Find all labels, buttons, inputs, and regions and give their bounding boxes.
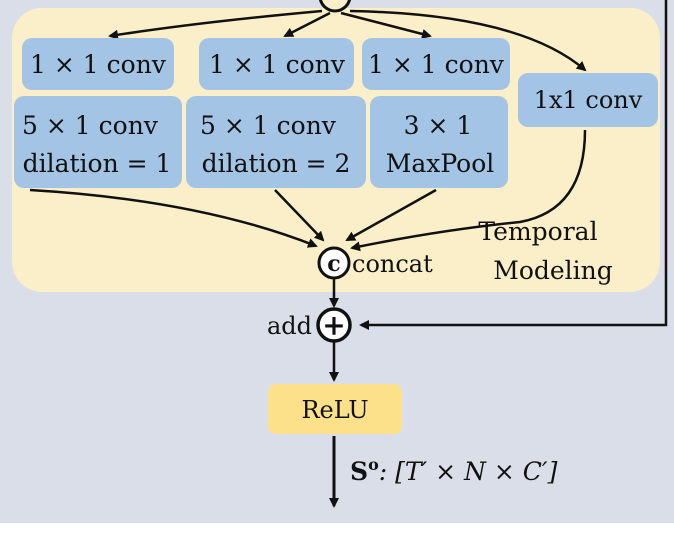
- output-superscript: o: [368, 455, 379, 474]
- concat-label: concat: [352, 250, 433, 278]
- input-arrows: [108, 9, 587, 72]
- branch-arrows: [29, 129, 587, 252]
- conv1x1-box-a: [22, 38, 174, 90]
- output-label: So: [T′ × N × C′]: [350, 455, 558, 486]
- dilated-conv-box-2-line2: dilation = 2: [202, 149, 351, 178]
- conv1x1-box-d-label: 1x1 conv: [534, 86, 643, 114]
- add-symbol: +: [322, 309, 345, 342]
- dilated-conv-box-1: [14, 96, 182, 188]
- relu-box: [268, 384, 402, 434]
- conv1x1-box-c-label: 1 × 1 conv: [368, 50, 505, 79]
- dilated-conv-box-1-line2: dilation = 1: [23, 149, 172, 178]
- conv1x1-box-b-label: 1 × 1 conv: [209, 50, 346, 79]
- region-label-line2: Modeling: [493, 256, 613, 285]
- region-label-line1: Temporal: [478, 217, 597, 246]
- add-node: [316, 307, 352, 343]
- conv1x1-box-b: [199, 38, 354, 90]
- output-shape: : [T′ × N × C′]: [379, 457, 558, 486]
- relu-label: ReLU: [301, 396, 368, 424]
- maxpool-box-line1: 3 × 1: [404, 111, 473, 140]
- residual-connection: [359, 0, 668, 330]
- conv1x1-box-c: [362, 38, 510, 90]
- concat-node: [317, 246, 351, 280]
- dilated-conv-box-2-line1: 5 × 1 conv: [200, 111, 337, 140]
- input-node: [318, 0, 352, 13]
- concat-symbol: c: [327, 251, 340, 277]
- dilated-conv-box-2: [186, 96, 366, 188]
- conv1x1-box-a-label: 1 × 1 conv: [30, 50, 167, 79]
- add-label: add: [267, 312, 312, 340]
- dilated-conv-box-1-line1: 5 × 1 conv: [22, 111, 159, 140]
- conv1x1-box-d: [518, 73, 658, 127]
- bottom-strip: [0, 523, 674, 533]
- output-symbol: S: [350, 457, 368, 486]
- maxpool-box-line2: MaxPool: [386, 149, 495, 178]
- maxpool-box: [370, 96, 508, 188]
